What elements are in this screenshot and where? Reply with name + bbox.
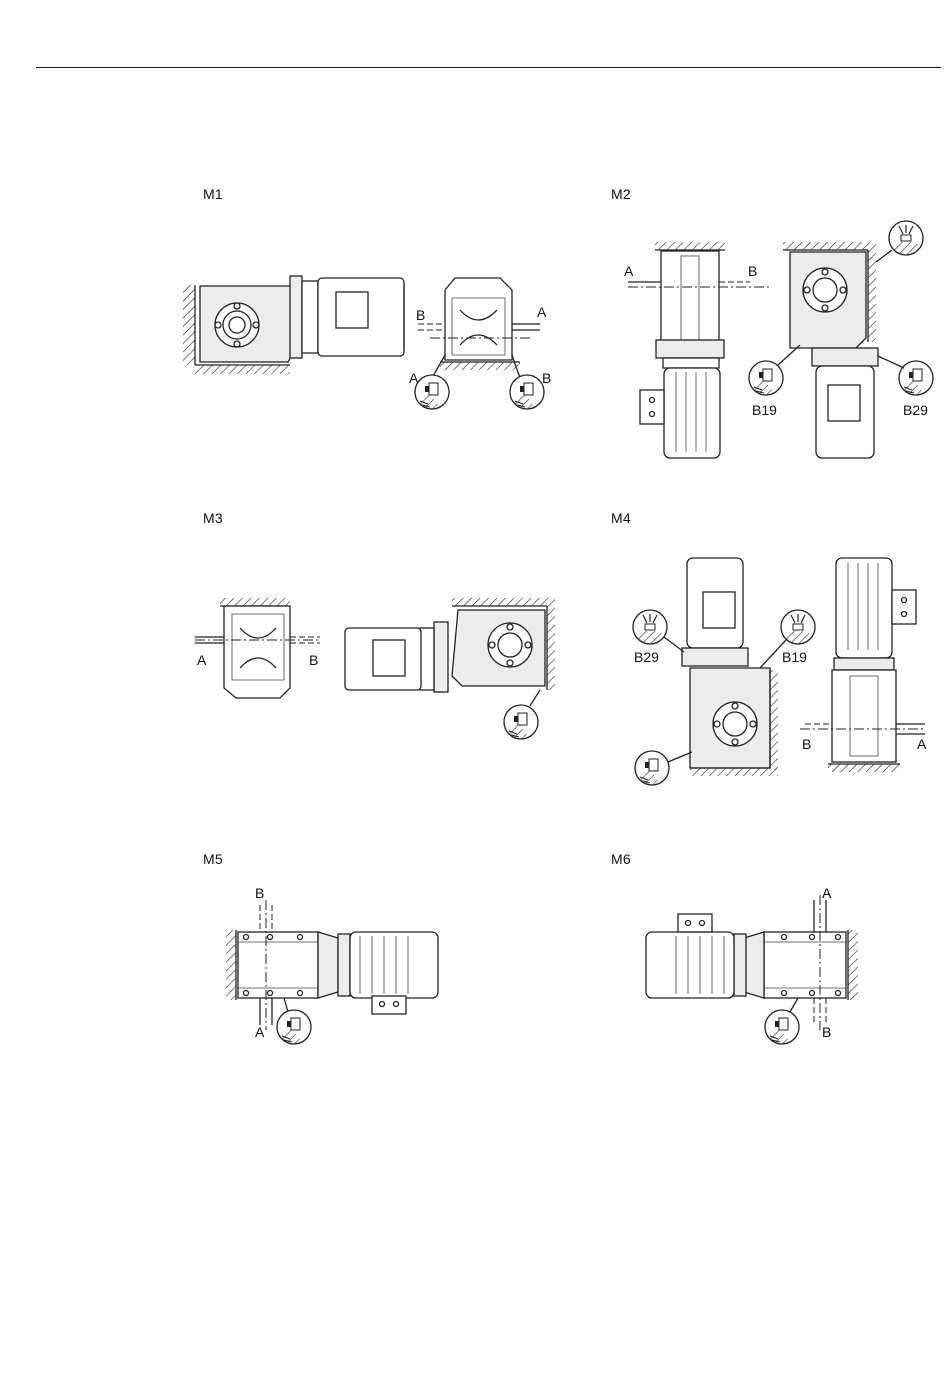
m1-side-view [183, 276, 404, 374]
m6-view [646, 895, 858, 1044]
m1-label-b-plug: B [542, 370, 551, 386]
m1-label-b: B [416, 307, 425, 323]
m2-label-b29: B29 [903, 402, 928, 418]
m5-label-b: B [255, 885, 264, 901]
m5-view [226, 900, 438, 1044]
m1-label-a: A [537, 304, 547, 320]
m3-front-view [195, 598, 320, 698]
m1-label-a-plug: A [409, 370, 419, 386]
m6-label-a: A [822, 885, 832, 901]
m4-label-b29: B29 [634, 649, 659, 665]
m3-side-view [345, 598, 555, 739]
m4-side-view [633, 558, 815, 785]
m4-label-b: B [802, 736, 811, 752]
m3-label-a: A [197, 652, 207, 668]
m4-front-view [800, 558, 925, 772]
m4-label-a: A [917, 736, 927, 752]
m1-front-view [415, 278, 544, 409]
m5-label-a: A [255, 1024, 265, 1040]
m2-label-b19: B19 [752, 402, 777, 418]
m4-label-b19: B19 [782, 649, 807, 665]
m6-label-b: B [822, 1024, 831, 1040]
m2-label-a: A [624, 263, 634, 279]
m3-label-b: B [309, 652, 318, 668]
m2-front-view [749, 221, 933, 458]
m2-label-b: B [748, 263, 757, 279]
